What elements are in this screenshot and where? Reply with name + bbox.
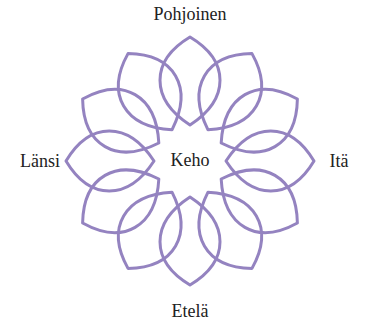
petal-outline	[226, 131, 314, 191]
center-label: Keho	[168, 150, 213, 172]
petal-outline	[182, 177, 278, 283]
petal-outline	[66, 131, 154, 191]
petal-outline	[102, 39, 198, 145]
petal-outline	[68, 153, 174, 249]
direction-label: Pohjoinen	[153, 5, 226, 25]
petal-outline	[102, 177, 198, 283]
petal-outline	[160, 37, 220, 125]
petal-outline	[160, 197, 220, 285]
petal-outline	[206, 73, 312, 169]
petal-outline	[206, 153, 312, 249]
rosette-node: Keho	[64, 35, 316, 287]
direction-label: Länsi	[20, 152, 60, 172]
direction-label: Etelä	[172, 302, 209, 322]
petal-outline	[68, 73, 174, 169]
direction-label: Itä	[330, 152, 349, 172]
petal-outline	[182, 39, 278, 145]
node-content: Keho	[64, 35, 316, 287]
